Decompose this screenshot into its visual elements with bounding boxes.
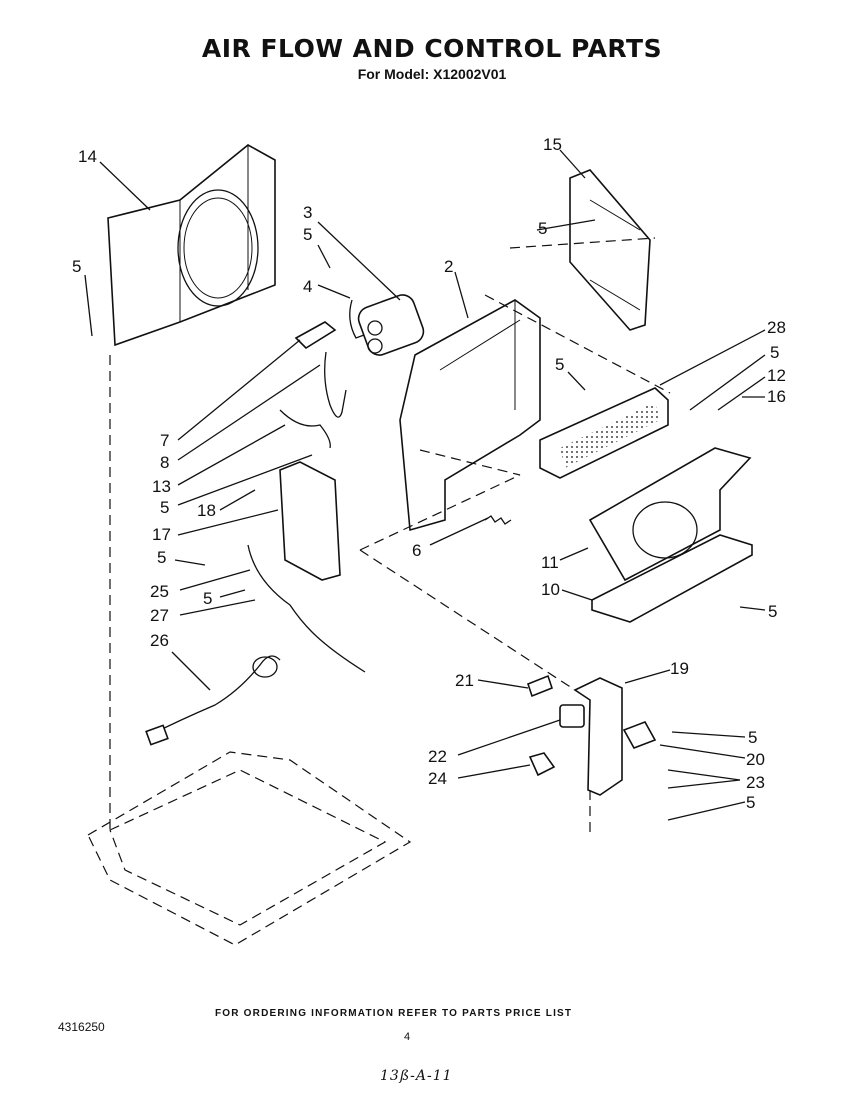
part-24-thermostat[interactable] (528, 752, 556, 777)
callout-5: 5 (72, 257, 81, 276)
page-number: 4 (404, 1031, 411, 1043)
callout-5: 5 (303, 225, 312, 244)
callout-7: 7 (160, 431, 169, 450)
part-11-scroll-housing[interactable] (588, 447, 752, 582)
callout-8: 8 (160, 453, 169, 472)
callout-5: 5 (748, 728, 757, 747)
callout-13: 13 (152, 477, 171, 496)
part-6-spring[interactable] (484, 515, 512, 525)
callout-labels: 14 5 3 5 4 2 15 5 28 5 12 16 5 7 8 13 5 … (72, 135, 786, 812)
part-20-selector[interactable] (622, 721, 657, 749)
part-26-power-cord[interactable] (145, 655, 281, 746)
callout-5: 5 (555, 355, 564, 374)
base-pan[interactable] (87, 751, 412, 946)
callout-5: 5 (746, 793, 755, 812)
part-2-control-box[interactable] (399, 299, 541, 532)
callout-2: 2 (444, 257, 453, 276)
part-15-bracket[interactable] (569, 169, 651, 331)
callout-24: 24 (428, 769, 447, 788)
callout-5: 5 (538, 219, 547, 238)
part-7-bracket[interactable] (294, 321, 337, 350)
callout-5: 5 (203, 589, 212, 608)
part-4-capacitor-clamp[interactable] (349, 299, 365, 339)
leader-lines (84, 149, 766, 821)
callout-12: 12 (767, 366, 786, 385)
callout-14: 14 (78, 147, 97, 166)
assembly-lines (109, 237, 671, 835)
callout-10: 10 (541, 580, 560, 599)
callout-15: 15 (543, 135, 562, 154)
part-3-capacitor[interactable] (355, 292, 427, 359)
callout-28: 28 (767, 318, 786, 337)
part-19-control-bracket[interactable] (573, 677, 623, 796)
part-25-harness[interactable] (247, 544, 366, 673)
callout-17: 17 (152, 525, 171, 544)
part-22-switch[interactable] (559, 704, 585, 728)
page-title: AIR FLOW AND CONTROL PARTS (201, 34, 663, 63)
part-8-clip[interactable] (324, 351, 347, 418)
callout-5: 5 (768, 602, 777, 621)
part-28-grille[interactable] (539, 387, 669, 479)
callout-23: 23 (746, 773, 765, 792)
callout-21: 21 (455, 671, 474, 690)
callout-25: 25 (150, 582, 169, 601)
part-21-knob[interactable] (527, 674, 553, 698)
part-10-scroll-base[interactable] (591, 534, 753, 623)
callout-19: 19 (670, 659, 689, 678)
callout-11: 11 (541, 553, 559, 572)
callout-5: 5 (157, 548, 166, 567)
ordering-footer-note: FOR ORDERING INFORMATION REFER TO PARTS … (215, 1008, 573, 1019)
callout-16: 16 (767, 387, 786, 406)
document-number: 4316250 (58, 1020, 105, 1034)
callout-5: 5 (770, 343, 779, 362)
callout-5: 5 (160, 498, 169, 517)
part-17-plate[interactable] (279, 461, 341, 581)
callout-27: 27 (150, 606, 169, 625)
callout-20: 20 (746, 750, 765, 769)
callout-6: 6 (412, 541, 421, 560)
part-13-wire[interactable] (279, 409, 331, 449)
callout-3: 3 (303, 203, 312, 222)
part-14-front-panel[interactable] (107, 144, 276, 347)
callout-4: 4 (303, 277, 312, 296)
callout-22: 22 (428, 747, 447, 766)
callout-18: 18 (197, 501, 216, 520)
handwritten-code: 13ß-A-11 (380, 1068, 453, 1084)
callout-26: 26 (150, 631, 169, 650)
model-subtitle: For Model: X12002V01 (357, 66, 507, 82)
